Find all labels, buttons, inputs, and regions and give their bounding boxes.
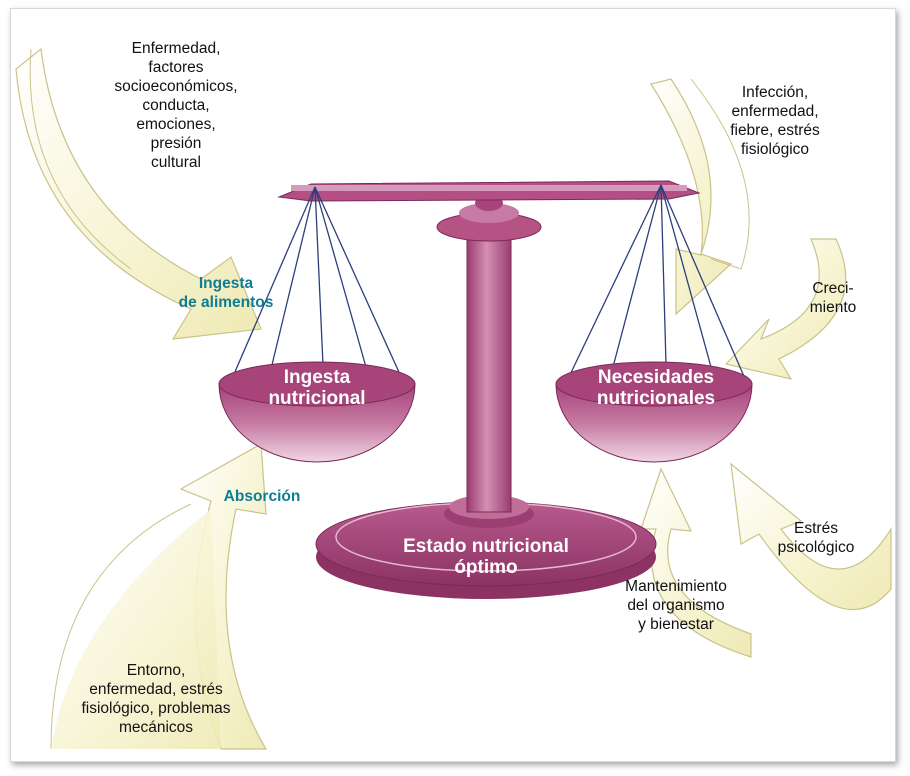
pan-right <box>555 361 753 463</box>
arrow-left-bottom <box>50 443 268 750</box>
label-absorcion: Absorción <box>223 488 301 505</box>
label-influences-left-top: Enfermedad, factores socioeconómicos, co… <box>114 40 238 171</box>
label-estres-psicologico: Estrés psicológico <box>777 520 855 556</box>
arrow-left-top <box>15 47 262 340</box>
arrow-right-estres <box>730 462 892 611</box>
label-mantenimiento: Mantenimiento del organismo y bienestar <box>625 578 727 633</box>
scale-strings <box>230 184 747 382</box>
label-crecimiento: Creci- miento <box>809 280 857 316</box>
label-pan-right: Necesidades nutricionales <box>596 367 716 409</box>
pan-left <box>218 361 416 463</box>
arrow-right-top <box>650 78 750 316</box>
label-pan-left: Ingesta nutricional <box>268 367 366 409</box>
arrow-right-mantenimiento <box>640 467 752 658</box>
label-estado-nutricional: Estado nutricional óptimo <box>403 536 569 578</box>
label-influences-left-bottom: Entorno, enfermedad, estrés fisiológico,… <box>81 662 231 736</box>
label-ingesta-alimentos: Ingesta de alimentos <box>178 275 274 311</box>
scale-beam <box>277 180 701 202</box>
diagram-frame: Enfermedad, factores socioeconómicos, co… <box>10 8 896 762</box>
label-influences-right-top: Infección, enfermedad, fiebre, estrés fi… <box>730 84 820 158</box>
arrow-right-crecimiento <box>724 238 847 380</box>
balance-scale-illustration <box>15 47 892 750</box>
scale-pole <box>436 195 542 513</box>
